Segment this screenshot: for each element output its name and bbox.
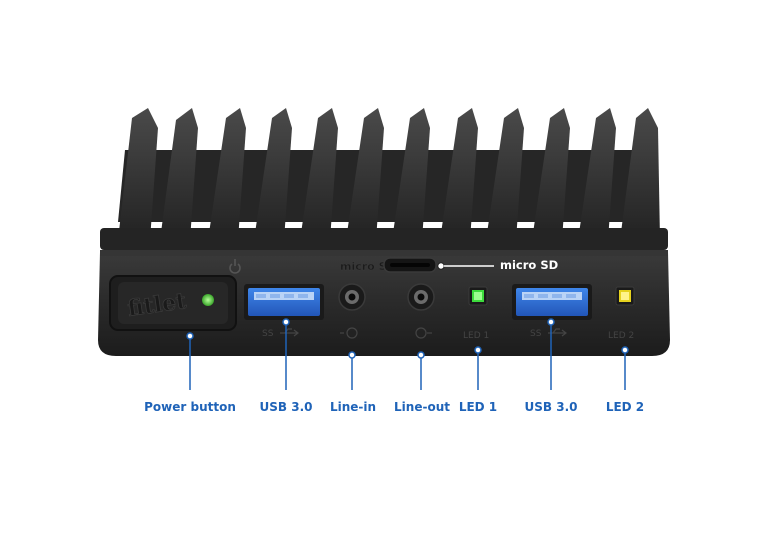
device-front-panel [98,250,670,356]
label-line-in: Line-in [329,400,377,414]
line-out-jack[interactable] [407,283,435,311]
led-2-embossed-label: LED 2 [608,331,634,341]
audio-out-icon [415,327,432,339]
led-1-embossed-label: LED 1 [463,331,489,341]
audio-in-icon [340,327,358,339]
micro-sd-callout [437,262,494,270]
power-icon [229,259,241,274]
label-usb-left: USB 3.0 [259,400,313,414]
line-in-jack[interactable] [338,283,366,311]
power-led [202,294,214,306]
usb-port-left[interactable] [244,284,324,320]
usb-port-right[interactable] [512,284,592,320]
usb-ss-right-mark: SS [530,329,542,339]
label-led1: LED 1 [458,400,498,414]
leader-dots [186,318,629,359]
label-line-out: Line-out [394,400,450,414]
led-1 [468,286,488,306]
micro-sd-slot[interactable] [383,257,437,273]
micro-sd-callout-label: micro SD [500,258,559,272]
label-led2: LED 2 [605,400,645,414]
led-2 [615,286,635,306]
label-power-button: Power button [144,400,236,414]
usb-ss-left-mark: SS [262,329,274,339]
power-button-housing[interactable] [109,275,237,331]
heatsink [100,108,668,250]
label-usb-right: USB 3.0 [524,400,578,414]
micro-sd-embossed-label: micro SD [340,260,396,273]
leader-lines [189,322,626,390]
